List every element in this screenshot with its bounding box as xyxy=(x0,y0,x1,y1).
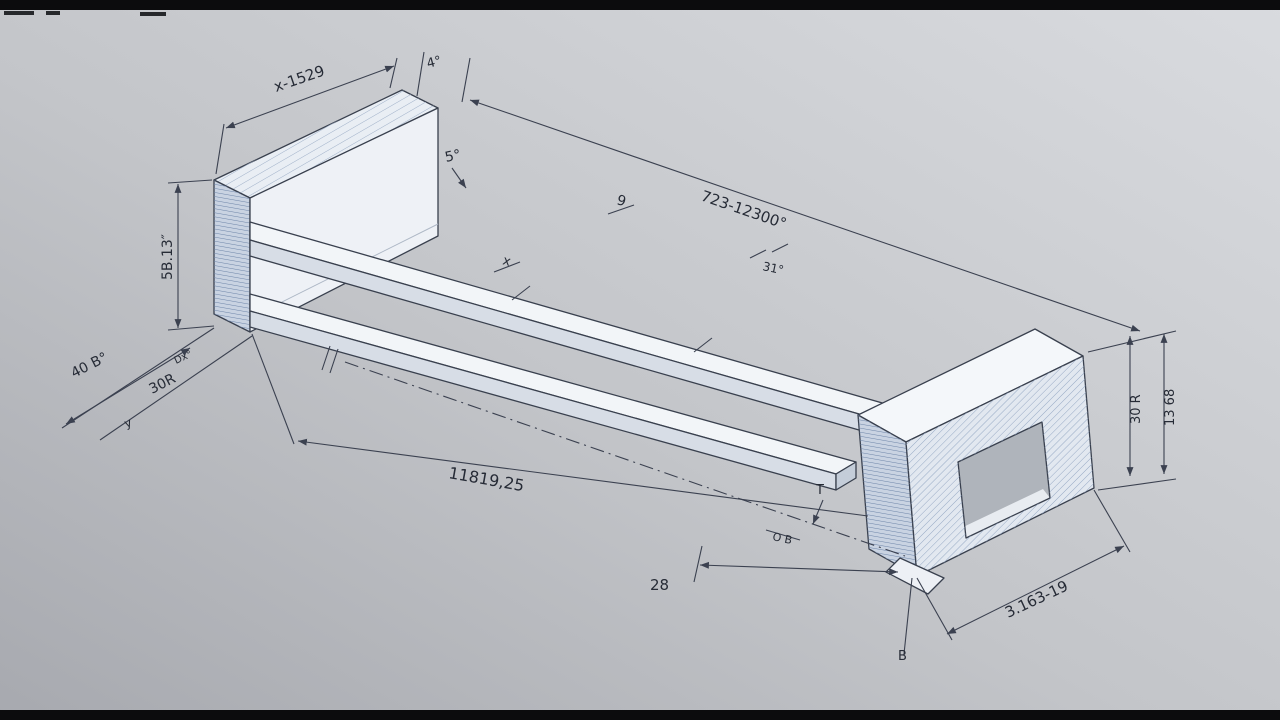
label-angle-4: 4° xyxy=(425,54,443,72)
label-x: x xyxy=(501,253,513,270)
label-nine: 9 xyxy=(615,192,628,210)
letterbox-top xyxy=(0,0,1280,10)
extension-line xyxy=(903,577,913,655)
label-30r-right: 30 R xyxy=(1129,394,1144,424)
letterbox-bottom xyxy=(0,710,1280,720)
extension-line xyxy=(215,123,225,175)
tick-line xyxy=(693,337,713,353)
leader-line-t xyxy=(812,499,824,525)
dim-line-28 xyxy=(699,561,899,576)
label-t: T xyxy=(815,483,824,498)
top-left-artifacts xyxy=(4,11,166,16)
label-angle-31: 31° xyxy=(761,259,785,277)
extension-line xyxy=(167,325,215,331)
plate-left-hatch xyxy=(214,180,250,332)
dim-line-diag-right xyxy=(946,545,1125,635)
plate-front-face xyxy=(249,107,439,333)
label-angle-5: 5° xyxy=(444,147,463,166)
tick-line xyxy=(321,345,331,371)
label-ob: O B xyxy=(771,530,793,547)
frame-left-hatch xyxy=(858,415,917,576)
tick-line xyxy=(771,243,789,253)
tick-line xyxy=(765,529,801,541)
tick-line xyxy=(329,348,339,374)
dim-line-top-width xyxy=(225,65,395,129)
dim-line-long-top xyxy=(469,99,1141,332)
tick-line xyxy=(749,249,767,259)
label-left-height: 5B.13″ xyxy=(160,234,176,280)
solid-geometry xyxy=(213,89,1095,595)
label-y: y xyxy=(122,415,133,431)
label-b: B xyxy=(898,649,907,664)
frame-hole-interior xyxy=(958,422,1050,538)
right-frame xyxy=(857,328,1095,595)
centerline xyxy=(344,361,906,557)
extension-line xyxy=(1097,478,1177,491)
tick-line xyxy=(607,204,635,215)
frame-front-hatch xyxy=(906,356,1094,576)
frame-hole-inner-bottom xyxy=(959,489,1050,538)
tick-line xyxy=(511,285,531,301)
extension-line xyxy=(916,577,953,641)
extension-line xyxy=(251,333,295,445)
dimension-lines xyxy=(61,51,1177,655)
dim-line-bottom-length xyxy=(297,438,869,517)
lower-rail-end-face xyxy=(835,461,857,491)
extension-line xyxy=(693,545,703,583)
extension-line xyxy=(416,51,425,97)
extension-line xyxy=(461,57,471,103)
dim-line-lower-left xyxy=(65,347,191,425)
tick-line xyxy=(493,261,521,273)
label-1368: 13 68 xyxy=(1163,389,1178,426)
extension-line xyxy=(1093,489,1131,553)
label-28: 28 xyxy=(650,576,669,594)
extension-line xyxy=(167,179,213,184)
leader-line-5deg xyxy=(451,167,467,189)
lower-rail xyxy=(249,293,857,491)
